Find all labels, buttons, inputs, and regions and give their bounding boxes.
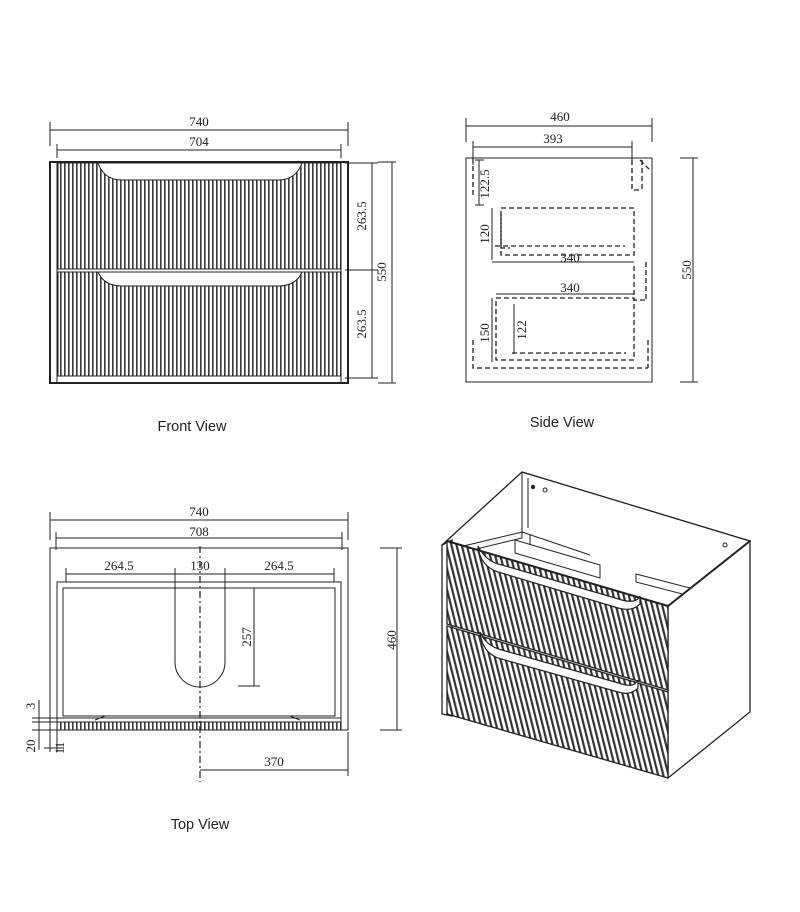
front-drawer-top-height-label: 263.5 xyxy=(354,201,369,230)
front-drawer-top xyxy=(57,162,342,270)
front-view-caption: Front View xyxy=(157,419,227,435)
front-overall-height-label: 550 xyxy=(374,262,389,282)
front-cabinet-outline xyxy=(49,161,349,384)
top-dim-inner-width: 708 xyxy=(55,524,343,550)
side-inner-depth-label: 393 xyxy=(543,131,563,146)
side-dim-lower-box-depth: 340 xyxy=(496,280,634,295)
top-view: 740 708 264.5 130 264.5 xyxy=(23,504,402,833)
side-view-caption: Side View xyxy=(530,415,595,431)
side-dim-inner-depth: 393 xyxy=(472,131,633,165)
front-drawer-bottom-height-label: 263.5 xyxy=(354,309,369,338)
side-cabinet-outline xyxy=(465,157,653,383)
top-left-segment-label: 264.5 xyxy=(104,558,133,573)
top-cabinet-outline xyxy=(49,547,349,731)
side-dim-upper-box-depth: 340 xyxy=(492,250,634,265)
top-dim-center-offset: 370 xyxy=(200,732,349,776)
top-right-segment-label: 264.5 xyxy=(264,558,293,573)
side-top-offset-label: 122.5 xyxy=(477,169,492,198)
top-inner-width-label: 708 xyxy=(189,524,209,539)
front-drawer-bottom xyxy=(57,271,342,377)
front-handle-bottom xyxy=(97,271,303,287)
side-dim-lower-inner-height: 122 xyxy=(513,304,529,354)
side-dim-upper-box-height: 120 xyxy=(477,208,493,260)
side-dim-top-offset: 122.5 xyxy=(475,159,492,206)
side-upper-box-depth-label: 340 xyxy=(560,250,580,265)
front-inner-width-label: 704 xyxy=(189,134,209,149)
isometric-view xyxy=(440,471,752,780)
side-dim-overall-depth: 460 xyxy=(465,109,653,142)
side-upper-box-height-label: 120 xyxy=(477,224,492,244)
front-dim-inner-width: 704 xyxy=(56,134,342,158)
side-dim-overall-height: 550 xyxy=(679,157,698,383)
iso-handle-bottom xyxy=(479,631,639,694)
top-front-thickness-label: 20 xyxy=(23,740,38,753)
side-overall-depth-label: 460 xyxy=(550,109,570,124)
front-dim-overall-height: 550 xyxy=(374,161,396,384)
top-overall-depth-label: 460 xyxy=(384,630,399,650)
top-dim-cutout-depth: 257 xyxy=(238,587,260,687)
side-overall-height-label: 550 xyxy=(679,260,694,280)
top-dim-front-details: 3 20 11 xyxy=(23,700,67,754)
front-overall-width-label: 740 xyxy=(189,114,209,129)
side-lower-box-depth-label: 340 xyxy=(560,280,580,295)
iso-handle-top xyxy=(477,545,641,610)
top-front-gap-label: 3 xyxy=(23,703,38,710)
side-view: 460 393 122.5 xyxy=(465,109,698,431)
top-view-caption: Top View xyxy=(171,817,230,833)
top-side-thickness-label: 11 xyxy=(52,742,67,755)
top-cutout-depth-label: 257 xyxy=(239,627,254,647)
front-handle-top xyxy=(97,162,303,181)
side-lower-box-height-label: 150 xyxy=(477,323,492,343)
top-dim-overall-depth: 460 xyxy=(380,547,402,731)
top-dim-overall-width: 740 xyxy=(49,504,349,540)
front-dim-overall-width: 740 xyxy=(49,114,349,146)
side-lower-inner-height-label: 122 xyxy=(514,320,529,340)
front-view: 740 704 263.5 263.5 xyxy=(49,114,396,435)
top-center-offset-label: 370 xyxy=(264,754,284,769)
side-dim-lower-box-height: 150 xyxy=(477,298,493,362)
top-dim-segments: 264.5 130 264.5 xyxy=(65,558,335,582)
front-dim-drawer-heights: 263.5 263.5 xyxy=(345,162,378,379)
top-overall-width-label: 740 xyxy=(189,504,209,519)
